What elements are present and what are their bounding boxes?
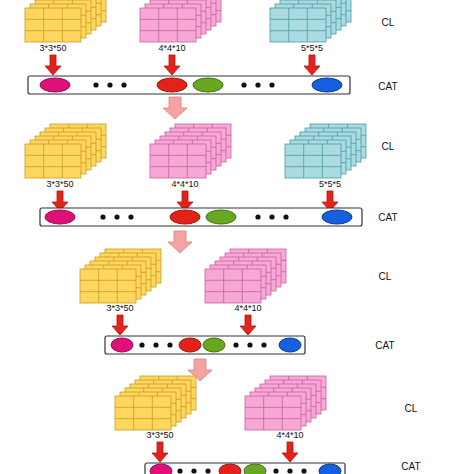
- dimension-label: 5*5*5: [301, 44, 323, 54]
- concat-bar: [105, 336, 305, 354]
- feature-stacks: [25, 124, 366, 178]
- layer-tag: CL: [379, 271, 392, 282]
- dimension-label: 4*4*10: [234, 304, 261, 314]
- layer-tag: CL: [382, 141, 395, 152]
- dimension-label: 3*3*50: [106, 304, 133, 314]
- dimension-label: 4*4*10: [171, 180, 198, 190]
- dimension-label: 3*3*50: [46, 180, 73, 190]
- dimension-label: 5*5*5: [319, 180, 341, 190]
- red-arrows: [112, 315, 256, 335]
- dimension-label: 3*3*50: [146, 431, 173, 441]
- feature-stacks: [80, 249, 286, 303]
- layer-tag: CAT: [378, 81, 397, 92]
- layer-tag: CAT: [378, 212, 397, 223]
- dimension-label: 4*4*10: [276, 431, 303, 441]
- layer-tag: CAT: [401, 461, 420, 472]
- concat-bar: [28, 76, 350, 94]
- feature-stacks: [25, 0, 351, 42]
- dimension-label: 4*4*10: [158, 44, 185, 54]
- stage-arrow: [168, 231, 192, 253]
- dimension-label: 3*3*50: [39, 44, 66, 54]
- layer-tag: CL: [382, 17, 395, 28]
- concat-bar: [145, 463, 345, 474]
- red-arrows: [152, 442, 298, 462]
- layer-tag: CL: [405, 403, 418, 414]
- red-arrows: [45, 55, 320, 75]
- layer-tag: CAT: [375, 340, 394, 351]
- concat-bar: [40, 208, 362, 226]
- feature-stacks: [115, 376, 326, 430]
- stage-arrow: [163, 97, 187, 119]
